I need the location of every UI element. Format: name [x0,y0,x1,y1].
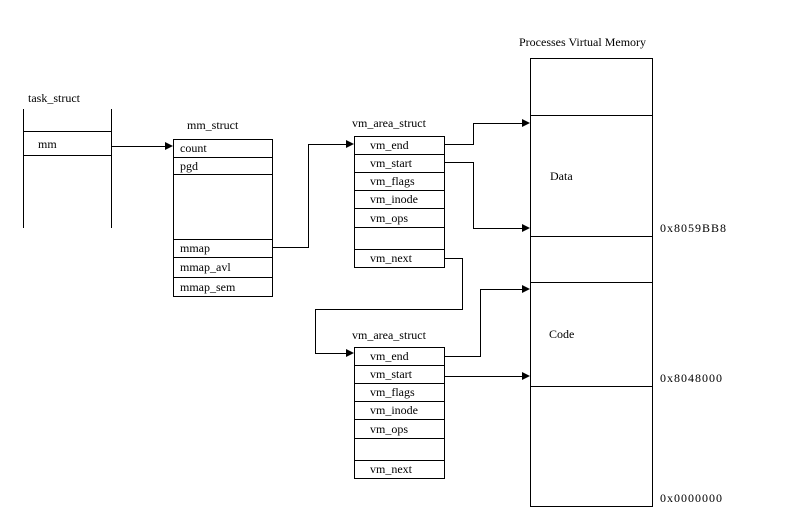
connector-vm2-end-line-h2 [480,289,522,290]
memory-boundary-data-top [530,115,653,116]
connector-vm1-start-line-h1 [445,162,473,163]
connector-vm-next-line-h2 [315,309,463,310]
connector-mmap-line-h1 [273,247,308,248]
vm1-field-empty [355,227,444,249]
vm-area-struct-1-title: vm_area_struct [352,116,426,130]
memory-boundary-code-bottom [530,386,653,387]
vm-area-struct-2-box: vm_end vm_start vm_flags vm_inode vm_ops… [354,347,445,479]
connector-vm2-end-arrowhead-icon [522,285,530,293]
connector-vm-next-line-v1 [462,258,463,310]
vm2-field-vm-inode: vm_inode [355,401,444,419]
connector-mmap-line-h2 [308,144,346,145]
vm-area-struct-1-box: vm_end vm_start vm_flags vm_inode vm_ops… [354,136,445,268]
connector-vm1-start-line-h2 [473,228,522,229]
connector-mmap-line-v [308,144,309,248]
vm1-field-vm-inode: vm_inode [355,190,444,208]
task-struct-right-edge [111,109,112,228]
memory-region-data-label: Data [550,169,573,183]
connector-mm-to-mmstruct-arrowhead-icon [165,142,173,150]
memory-boundary-data-bottom [530,236,653,237]
connector-mm-to-mmstruct-line [112,146,166,147]
address-bottom: 0x0000000 [660,491,723,505]
connector-vm2-start-line-h [445,376,522,377]
connector-vm2-end-line-h1 [445,356,480,357]
vm2-field-empty [355,438,444,460]
vm2-field-vm-ops: vm_ops [355,419,444,438]
vm1-field-vm-ops: vm_ops [355,208,444,227]
connector-vm1-end-line-v [473,123,474,145]
mm-struct-box: count pgd mmap mmap_avl mmap_sem [173,139,273,297]
connector-vm1-start-line-v [473,162,474,229]
mm-struct-field-empty [174,174,272,239]
memory-boundary-code-top [530,282,653,283]
connector-mmap-arrowhead-icon [346,140,354,148]
connector-vm-next-line-h3 [315,353,346,354]
mm-struct-field-mmap: mmap [174,239,272,257]
mm-struct-field-pgd: pgd [174,157,272,174]
vm1-field-vm-start: vm_start [355,154,444,172]
address-data-start: 0x8059BB8 [660,221,728,235]
mm-struct-field-count: count [180,141,207,155]
connector-vm1-end-line-h2 [473,123,522,124]
connector-vm1-end-line-h1 [445,144,473,145]
vm2-field-vm-next: vm_next [355,460,444,478]
task-struct-mm-cell-bottom [23,155,112,156]
address-code-start: 0x8048000 [660,371,723,385]
connector-vm2-start-arrowhead-icon [522,372,530,380]
mm-struct-title: mm_struct [187,118,239,132]
vm1-field-vm-end: vm_end [370,138,409,152]
vm2-field-vm-start: vm_start [355,365,444,383]
virtual-memory-title: Processes Virtual Memory [519,35,647,49]
memory-region-code-label: Code [549,327,575,341]
mm-struct-field-mmap-avl: mmap_avl [174,257,272,277]
connector-vm2-end-line-v [480,289,481,357]
task-struct-title: task_struct [28,91,80,105]
connector-vm1-start-arrowhead-icon [522,224,530,232]
vm2-field-vm-flags: vm_flags [355,383,444,401]
task-struct-mm-cell-top [23,131,112,132]
mm-struct-field-mmap-sem: mmap_sem [174,277,272,296]
connector-vm1-end-arrowhead-icon [522,119,530,127]
task-struct-field-mm: mm [38,137,57,151]
connector-vm-next-line-h1 [445,258,462,259]
vm2-field-vm-end: vm_end [370,349,409,363]
vm1-field-vm-next: vm_next [355,249,444,267]
vm1-field-vm-flags: vm_flags [355,172,444,190]
vm-area-struct-2-title: vm_area_struct [352,328,426,342]
task-struct-left-edge [23,109,24,228]
connector-vm-next-arrowhead-icon [346,349,354,357]
connector-vm-next-line-v2 [315,309,316,354]
